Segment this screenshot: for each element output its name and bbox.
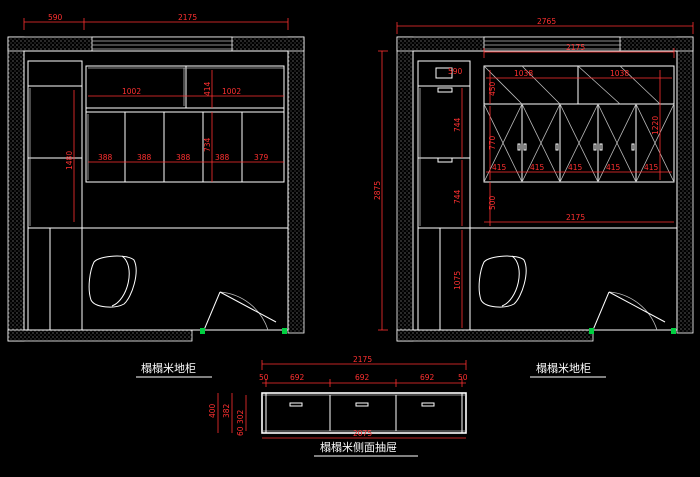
drawer-vdim-400: 400 xyxy=(208,403,217,418)
right-vdim-1220: 1220 xyxy=(651,116,660,135)
drawer-view-title: 榻榻米侧面抽屉 xyxy=(320,440,397,454)
right-mid-dim-4: 415 xyxy=(606,163,621,172)
right-wall-bottom xyxy=(396,329,594,342)
right-hinge-marker xyxy=(589,328,594,334)
left-top-cabinet xyxy=(85,65,285,109)
left-wall-bottom xyxy=(7,329,193,342)
right-mid-dim-1: 415 xyxy=(492,163,507,172)
drawer-handle-2 xyxy=(355,402,369,407)
left-hinge-marker-2 xyxy=(282,328,287,334)
right-elevation: 2765 2175 590 1038 1038 415 415 415 415 … xyxy=(373,17,694,378)
drawer-seg-dim-1: 50 xyxy=(259,373,269,382)
right-dim-top-1: 2765 xyxy=(537,17,556,26)
right-upper-cabinet xyxy=(483,65,675,183)
left-dim-top-2: 2175 xyxy=(178,13,197,22)
drawer-body xyxy=(261,392,467,434)
left-dim-top-1: 590 xyxy=(48,13,63,22)
left-vdim-2: 734 xyxy=(203,137,212,152)
left-mid-dim-3: 388 xyxy=(176,153,191,162)
drawer-vdim-302: 302 xyxy=(236,409,245,424)
drawer-top-dim: 2175 xyxy=(353,355,372,364)
right-small-dim: 590 xyxy=(448,67,463,76)
left-mid-dim-5: 379 xyxy=(254,153,269,162)
left-elevation: 590 2175 1002 1002 388 388 388 388 379 4… xyxy=(7,13,305,378)
left-row-dim-2: 1002 xyxy=(222,87,241,96)
drawer-bottom-dim: 2075 xyxy=(353,429,372,438)
right-hinge-marker-2 xyxy=(671,328,676,334)
right-dim-top-2: 2175 xyxy=(566,43,585,52)
left-hinge-marker xyxy=(200,328,205,334)
right-vdim-450: 450 xyxy=(488,81,497,96)
right-vdim-744a: 744 xyxy=(453,117,462,132)
right-row-dim-2: 1038 xyxy=(610,69,629,78)
drawer-seg-dim-4: 692 xyxy=(420,373,435,382)
left-mid-dim-4: 388 xyxy=(215,153,230,162)
right-mid-dim-2: 415 xyxy=(530,163,545,172)
right-vdim-1075: 1075 xyxy=(453,271,462,290)
left-vdim-3: 1480 xyxy=(65,151,74,170)
right-vdim-744b: 744 xyxy=(453,189,462,204)
left-mid-dim-2: 388 xyxy=(137,153,152,162)
chair-icon-2 xyxy=(478,255,527,308)
right-mid-dim-5: 415 xyxy=(644,163,659,172)
right-vdim-770: 770 xyxy=(488,135,497,150)
right-view-title: 榻榻米地柜 xyxy=(536,361,591,375)
chair-icon xyxy=(88,255,137,308)
left-wall-left xyxy=(7,36,25,342)
right-wall-left xyxy=(396,36,414,342)
drawer-seg-dim-3: 692 xyxy=(355,373,370,382)
drawer-seg-dim-5: 50 xyxy=(458,373,468,382)
right-wall-right xyxy=(676,36,694,334)
right-vdim-500: 500 xyxy=(488,195,497,210)
left-wall-right xyxy=(287,36,305,334)
right-row-dim-1: 1038 xyxy=(514,69,533,78)
drawer-handle-3 xyxy=(421,402,435,407)
left-mid-cabinet xyxy=(85,111,285,183)
drawer-elevation: 2175 50 692 692 692 50 2075 400 382 302 … xyxy=(208,355,468,457)
drawer-handle-1 xyxy=(289,402,303,407)
drawer-seg-dim-2: 692 xyxy=(290,373,305,382)
drawer-vdim-60: 60 xyxy=(236,426,245,436)
right-mid-dim-3: 415 xyxy=(568,163,583,172)
left-vdim-1: 414 xyxy=(203,81,212,96)
left-view-title: 榻榻米地柜 xyxy=(141,361,196,375)
left-row-dim-1: 1002 xyxy=(122,87,141,96)
right-vdim-2875: 2875 xyxy=(373,181,382,200)
drawer-vdim-382: 382 xyxy=(222,403,231,418)
right-bottom-width: 2175 xyxy=(566,213,585,222)
left-mid-dim-1: 388 xyxy=(98,153,113,162)
